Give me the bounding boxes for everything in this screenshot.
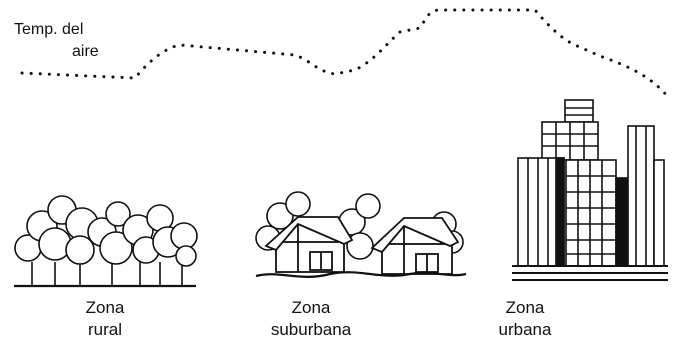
zone-urban-line2: urbana — [498, 320, 552, 339]
urban-buildings — [517, 99, 665, 267]
rural-forest — [14, 195, 198, 286]
zone-rural-label: Zona rural — [50, 297, 160, 341]
temperature-label-line1: Temp. del — [14, 21, 84, 38]
zone-rural-line1: Zona — [85, 298, 125, 317]
air-temperature-curve — [20, 8, 670, 99]
zone-rural-line2: rural — [87, 320, 122, 339]
suburban-house-left — [264, 216, 354, 273]
zone-urban-label: Zona urbana — [470, 297, 580, 341]
zone-suburban-line2: suburbana — [270, 320, 352, 339]
zone-suburban-label: Zona suburbana — [246, 297, 376, 341]
zone-suburban-line1: Zona — [291, 298, 331, 317]
zone-urban-line1: Zona — [505, 298, 545, 317]
suburban-ground-line — [255, 271, 467, 278]
urban-ground — [512, 265, 668, 281]
temperature-label-line2: aire — [72, 43, 99, 60]
suburban-house-right — [370, 217, 460, 275]
